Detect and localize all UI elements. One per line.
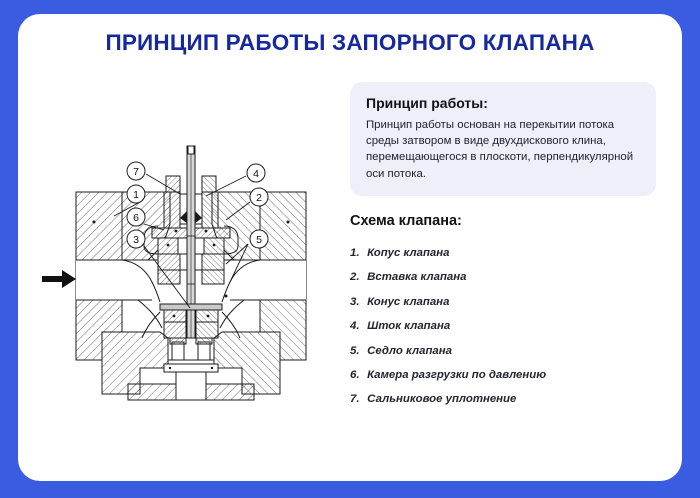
svg-text:1: 1 <box>133 189 139 201</box>
list-item: 6. Камера разгрузки по давлению <box>350 363 660 387</box>
flow-direction-arrow <box>42 270 76 288</box>
svg-text:5: 5 <box>256 234 262 246</box>
list-item-label: Конус клапана <box>367 295 450 308</box>
svg-text:3: 3 <box>133 234 139 246</box>
list-item: 1. Копус клапана <box>350 241 660 265</box>
list-item-number: 6. <box>350 368 360 381</box>
list-item-label: Копус клапана <box>367 247 450 259</box>
list-item-label: Седло клапана <box>367 344 452 357</box>
callout-bubbles: 7 1 6 3 <box>126 161 269 249</box>
callout-1: 1 <box>126 184 146 204</box>
svg-text:6: 6 <box>133 212 139 224</box>
page-title: ПРИНЦИП РАБОТЫ ЗАПОРНОГО КЛАПАНА <box>105 30 595 55</box>
valve-diagram: 7 1 6 3 <box>40 132 342 410</box>
principle-text: Принцип работы основан на перекытии пото… <box>366 119 634 180</box>
principle-heading: Принцип работы: <box>366 95 488 111</box>
callout-7: 7 <box>126 161 146 181</box>
content-card: ПРИНЦИП РАБОТЫ ЗАПОРНОГО КЛАПАНА <box>18 14 682 481</box>
callout-5: 5 <box>249 229 269 249</box>
callout-3: 3 <box>126 229 146 249</box>
list-item-label: Камера разгрузки по давлению <box>367 368 547 381</box>
svg-text:7: 7 <box>133 166 139 178</box>
valve-stem <box>186 145 196 363</box>
list-item-number: 4. <box>350 320 360 333</box>
svg-text:4: 4 <box>253 168 259 180</box>
list-item-label: Шток клапана <box>367 320 451 333</box>
list-item: 2. Вставка клапана <box>350 265 660 289</box>
principle-info-box: Принцип работы: Принцип работы основан н… <box>350 82 656 196</box>
callout-6: 6 <box>126 207 146 227</box>
list-item-number: 5. <box>350 344 360 357</box>
list-item: 4. Шток клапана <box>350 314 660 338</box>
list-item: 5. Седло клапана <box>350 339 660 363</box>
list-item-number: 3. <box>350 295 360 308</box>
callout-2: 2 <box>249 187 269 207</box>
scheme-heading: Схема клапана: <box>350 213 462 229</box>
list-item-label: Вставка клапана <box>367 271 467 284</box>
list-item-number: 2. <box>350 271 360 284</box>
list-item-label: Сальниковое уплотнение <box>367 393 517 406</box>
svg-text:2: 2 <box>256 192 262 204</box>
list-item: 3. Конус клапана <box>350 290 660 314</box>
callout-leaders <box>113 173 251 309</box>
list-item-number: 1. <box>350 247 360 259</box>
disc-and-seat <box>159 303 223 401</box>
list-item: 7. Сальниковое уплотнение <box>350 387 660 411</box>
scheme-legend-list: 1. Копус клапана 2. Вставка клапана 3. К… <box>350 241 660 412</box>
callout-4: 4 <box>246 163 266 183</box>
list-item-number: 7. <box>350 393 360 406</box>
